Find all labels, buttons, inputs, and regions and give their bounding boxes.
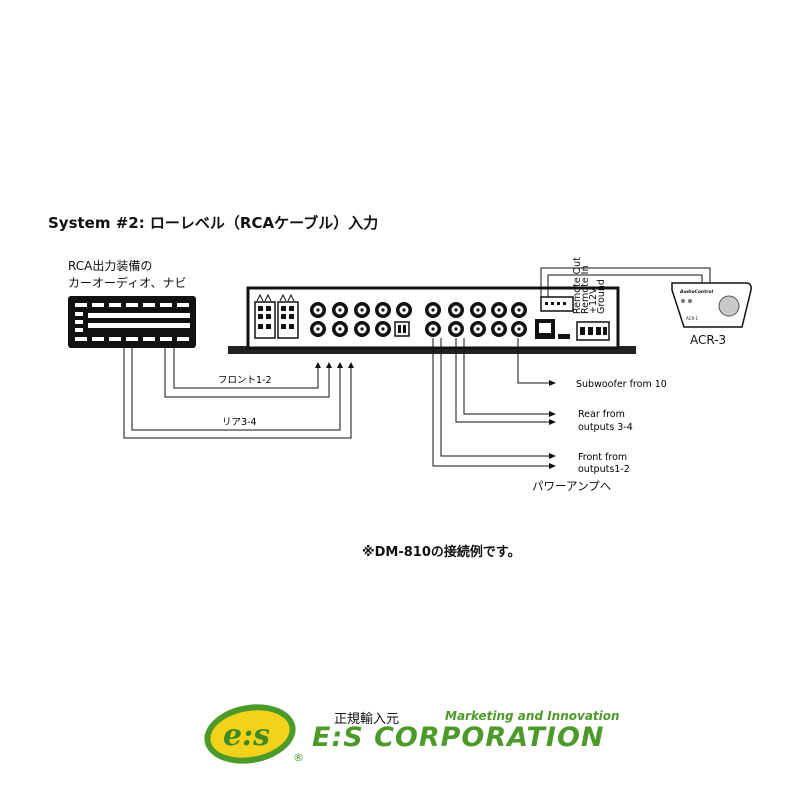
remote-port <box>535 296 574 339</box>
front-output-label-2: outputs1-2 <box>578 464 630 475</box>
output-wires <box>432 338 551 467</box>
rca-jack-pin <box>431 308 435 312</box>
source-label-line1: RCA出力装備の <box>68 259 153 273</box>
rear-output-label-2: outputs 3-4 <box>578 422 633 433</box>
note-text: ※DM-810の接続例です。 <box>362 545 521 560</box>
mode-switch <box>394 321 410 337</box>
front-input-label: フロント1-2 <box>218 375 272 386</box>
rca-jack-pin <box>402 308 406 312</box>
rca-jack-pin <box>381 308 385 312</box>
es-logo-text: e:s <box>223 718 270 753</box>
rca-jack-pin <box>517 327 521 331</box>
rca-jack-pin <box>381 327 385 331</box>
jack-label: Remote Out <box>572 257 583 314</box>
output-arrows <box>549 380 556 469</box>
rca-jack-pin <box>476 308 480 312</box>
diagram-title: System #2: ローレベル（RCAケーブル）入力 <box>48 214 379 232</box>
input-terminal-block-left <box>254 293 299 339</box>
front-output-label-1: Front from <box>578 452 627 463</box>
head-unit <box>68 296 196 348</box>
rear-input-label: リア3-4 <box>222 417 257 428</box>
dsp-unit: Remote Out Remote In +12V Ground <box>228 257 636 354</box>
rear-output-label-1: Rear from <box>578 409 625 420</box>
amp-label: パワーアンプへ <box>532 479 612 493</box>
rca-jack-pin <box>517 308 521 312</box>
acr-model-mark: ACR-1 <box>686 316 699 321</box>
jack-label: Remote In <box>580 266 591 315</box>
rca-jack-pin <box>360 308 364 312</box>
rca-jack-pin <box>316 327 320 331</box>
rca-jack-pin <box>338 327 342 331</box>
logo-corp-name: E:S CORPORATION <box>312 722 605 753</box>
rca-jack-pin <box>497 327 501 331</box>
rca-jack-pin <box>497 308 501 312</box>
jack-label: +12V <box>588 287 599 314</box>
rca-jack-pin <box>454 327 458 331</box>
source-label: RCA出力装備の カーオーディオ、ナビ <box>68 258 186 292</box>
power-terminal <box>576 321 610 341</box>
logo-tagline: Marketing and Innovation <box>445 709 620 723</box>
input-wires <box>123 348 352 439</box>
jack-label: Ground <box>596 279 607 314</box>
rca-jacks <box>310 302 527 337</box>
es-logo-mark: e:s <box>204 704 296 764</box>
acr-remote: AudioControl ACR-1 <box>671 282 752 328</box>
jack-labels: Remote Out Remote In +12V Ground <box>572 257 607 314</box>
importer-label: 正規輸入元 <box>334 712 400 727</box>
acr-label: ACR-3 <box>690 333 727 347</box>
input-arrows <box>315 362 354 368</box>
acr-brand-mark: AudioControl <box>679 289 714 295</box>
rca-jack-pin <box>338 308 342 312</box>
rca-jack-pin <box>316 308 320 312</box>
rca-jack-pin <box>476 327 480 331</box>
logo-registered: ® <box>293 751 304 764</box>
subwoofer-output-label: Subwoofer from 10 <box>576 379 667 390</box>
remote-cable <box>540 267 711 297</box>
rca-jack-pin <box>454 308 458 312</box>
rca-jack-pin <box>360 327 364 331</box>
source-label-line2: カーオーディオ、ナビ <box>68 276 187 290</box>
rca-jack-pin <box>431 327 435 331</box>
